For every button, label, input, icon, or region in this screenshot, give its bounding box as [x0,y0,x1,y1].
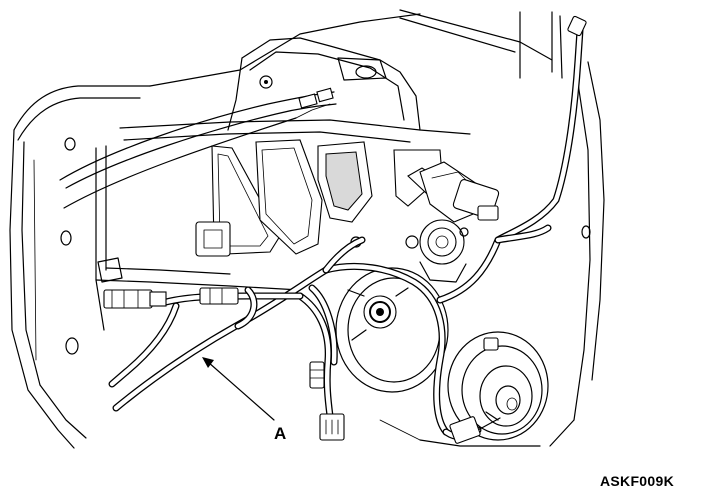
door-outer-shell [9,9,605,449]
door-speaker [447,331,549,441]
inner-panel-frame [95,37,471,331]
harness-connectors [103,15,587,444]
regulator-cables [59,87,337,209]
wiring-harness [108,21,585,441]
callout-label-a: A [274,424,287,443]
regulator-pulley [335,267,449,393]
callout-a-leader [202,357,275,421]
window-motor [407,161,500,283]
drawing-code: ASKF009K [600,473,674,489]
